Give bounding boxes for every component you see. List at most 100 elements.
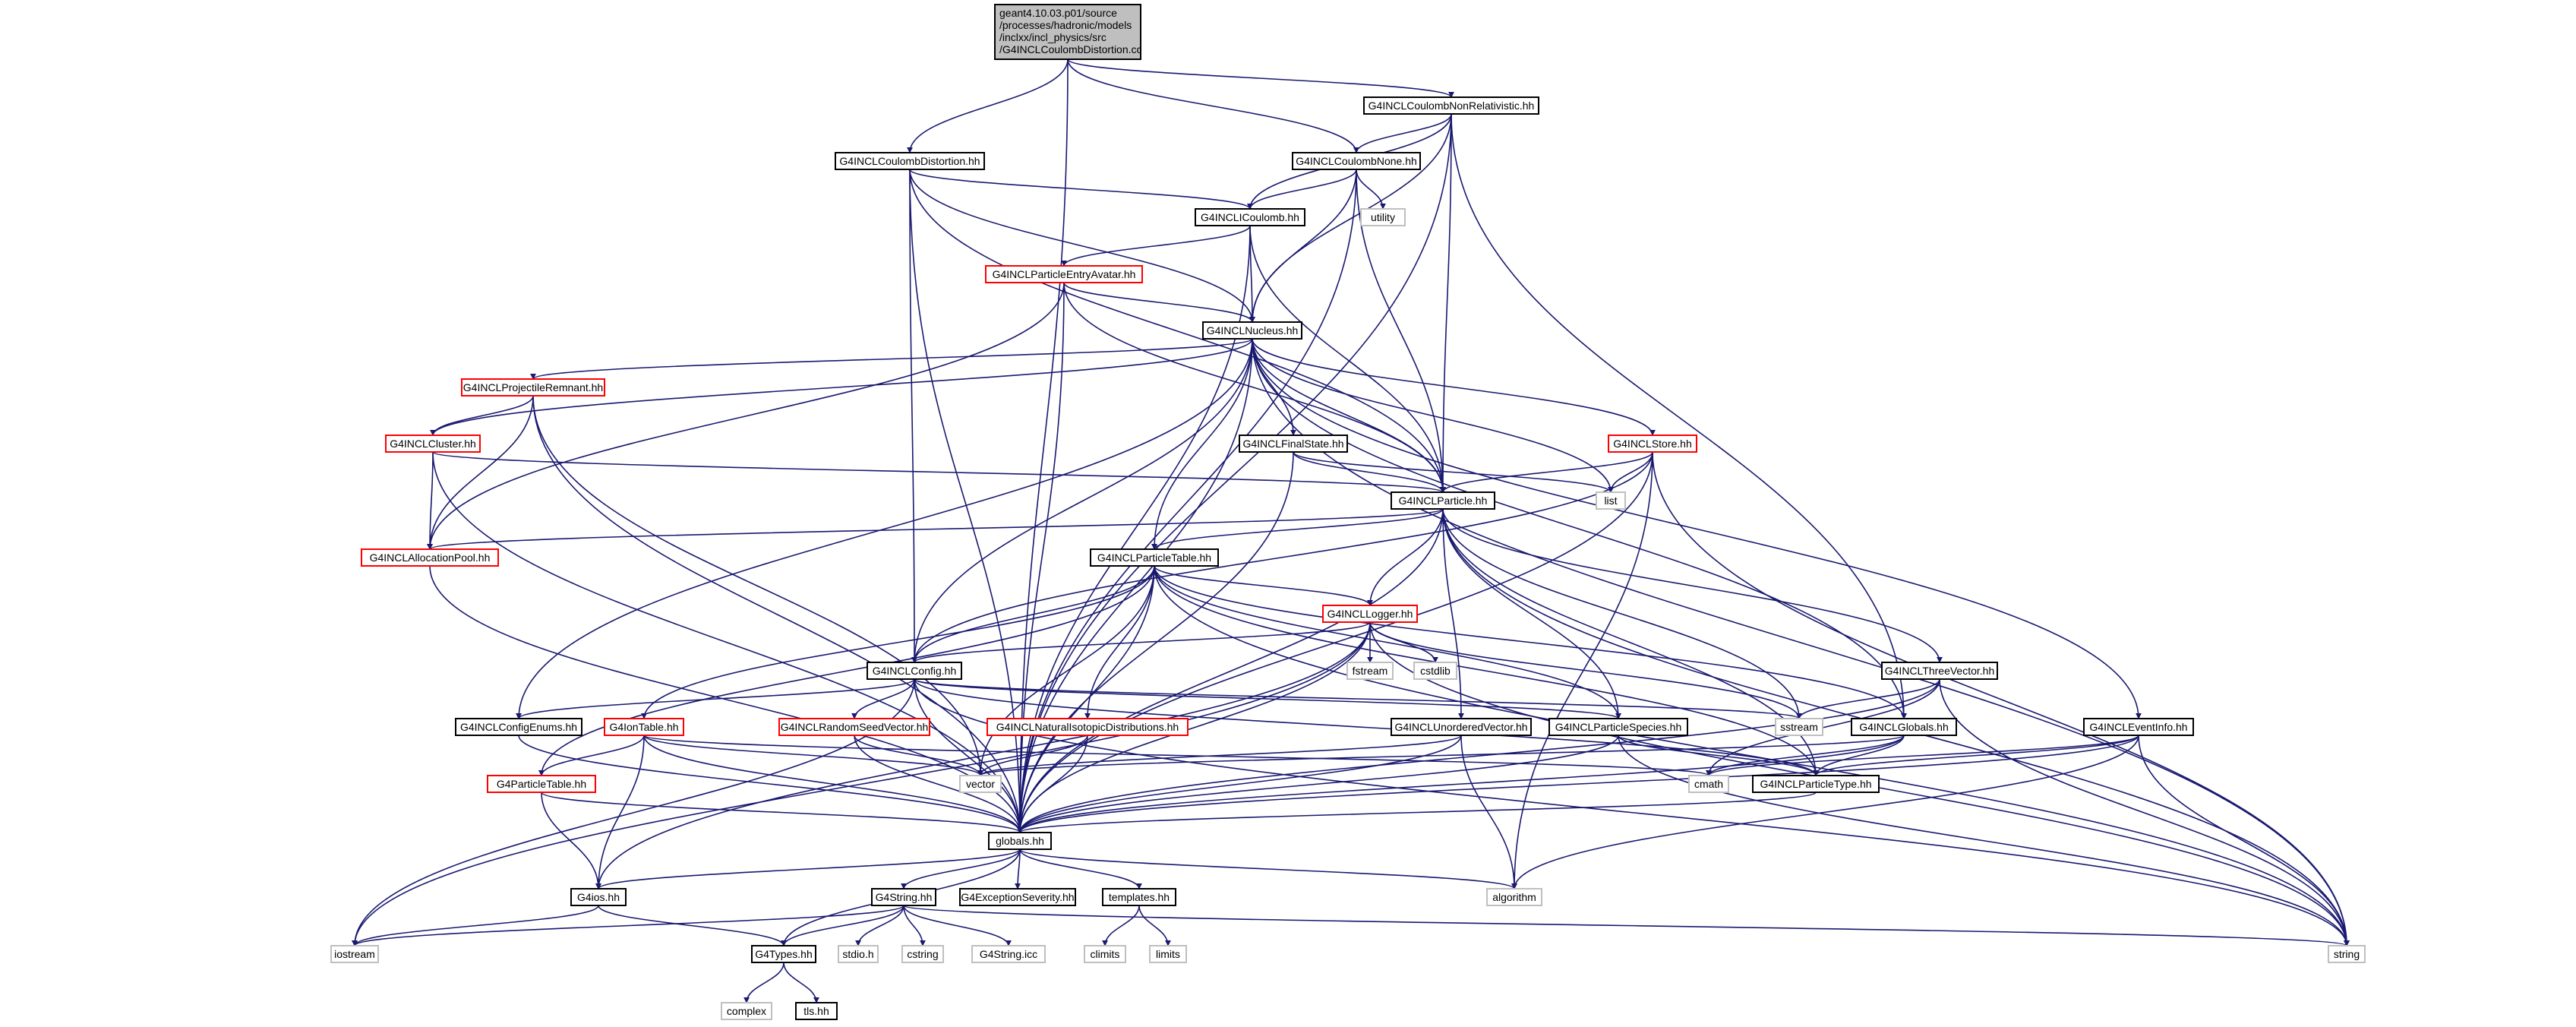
include-edge [352,905,599,946]
include-edge [516,678,915,719]
g4inclparticleentryavatar-hh-node[interactable]: G4INCLParticleEntryAvatar.hh [985,265,1143,283]
include-edge [909,169,1023,833]
include-edge [911,338,1253,663]
g4incllogger-hh-node[interactable]: G4INCLLogger.hh [1322,605,1418,623]
include-edge [1154,565,1373,606]
g4iontable-hh-node[interactable]: G4IonTable.hh [604,718,684,736]
cstdlib-label: cstdlib [1420,665,1451,677]
g4inclconfig-hh-node[interactable]: G4INCLConfig.hh [867,662,962,680]
g4inclparticlespecies-hh-label: G4INCLParticleSpecies.hh [1555,721,1682,733]
g4inclrandomseedvector-hh-box [778,718,930,736]
g4inclcluster-hh-label: G4INCLCluster.hh [390,438,476,450]
g4particletable-hh-node[interactable]: G4ParticleTable.hh [487,775,596,793]
include-edge [1102,905,1140,946]
climits-node: climits [1084,945,1126,963]
g4inclrandomseedvector-hh-node[interactable]: G4INCLRandomSeedVector.hh [778,718,930,736]
g4inclparticletype-hh-node[interactable]: G4INCLParticleType.hh [1752,775,1880,793]
g4inclcoulombdistortion-hh-node[interactable]: G4INCLCoulombDistortion.hh [835,152,985,170]
g4inclcoulombnonrelativistic-hh-node[interactable]: G4INCLCoulombNonRelativistic.hh [1363,96,1539,115]
include-edge [1017,508,1444,833]
g4inclparticle-hh-node[interactable]: G4INCLParticle.hh [1391,491,1495,510]
include-edge [538,735,645,776]
g4iontable-hh-box [604,718,684,736]
include-edge [1154,565,1621,719]
include-edge [783,962,819,1003]
include-edge [1369,621,1802,719]
g4inclparticleentryavatar-hh-box [985,265,1143,283]
g4incl-icoulomb-hh-box [1195,208,1305,226]
g4inclcoulombnonrelativistic-hh-label: G4INCLCoulombNonRelativistic.hh [1368,100,1535,112]
g4ios-hh-node[interactable]: G4ios.hh [570,888,627,906]
vector-box [959,775,1002,793]
include-edge [1019,848,1517,890]
root-file-box [994,4,1141,60]
include-edge [1249,225,1446,493]
include-edge [595,621,1371,890]
g4inclfinalstate-hh-node[interactable]: G4INCLFinalState.hh [1239,434,1348,453]
include-edge [909,169,1446,493]
include-edge [977,735,1905,776]
g4inclparticle-hh-box [1391,491,1495,510]
include-edge [518,735,1023,833]
g4string-hh-label: G4String.hh [876,891,933,903]
g4types-hh-label: G4Types.hh [755,948,813,960]
g4inclallocationpool-hh-node[interactable]: G4INCLAllocationPool.hh [361,548,499,567]
include-edge [1652,451,2350,946]
include-edge [1293,451,1446,493]
g4inclconfigenums-hh-node[interactable]: G4INCLConfigEnums.hh [455,718,582,736]
g4inclconfig-hh-label: G4INCLConfig.hh [873,665,957,677]
g4inclthreevector-hh-node[interactable]: G4INCLThreeVector.hh [1881,662,1998,680]
g4exceptionseverity-hh-node[interactable]: G4ExceptionSeverity.hh [959,888,1076,906]
g4inclcoulombnone-hh-node[interactable]: G4INCLCoulombNone.hh [1292,152,1421,170]
g4incl-icoulomb-hh-node[interactable]: G4INCLICoulomb.hh [1195,208,1305,226]
tls-hh-node[interactable]: tls.hh [795,1002,838,1020]
g4inclconfigenums-hh-box [455,718,582,736]
include-edge [1460,735,1517,890]
g4inclprojectileremnant-hh-label: G4INCLProjectileRemnant.hh [463,381,603,393]
g4inclnaturalisotopicdistributions-hh-box [987,718,1189,736]
include-edge [427,395,534,550]
g4inclnaturalisotopicdistributions-hh-node[interactable]: G4INCLNaturalIsotopicDistributions.hh [987,718,1189,736]
globals-hh-node[interactable]: globals.hh [988,832,1052,850]
include-edge [430,338,1253,436]
utility-node: utility [1360,208,1406,226]
g4inclunorderedvector-hh-node[interactable]: G4INCLUnorderedVector.hh [1391,718,1532,736]
templates-hh-node[interactable]: templates.hh [1102,888,1176,906]
include-edge [1067,58,1454,98]
root-file-node[interactable]: geant4.10.03.p01/source/processes/hadron… [994,4,1142,60]
include-edge [1061,225,1251,267]
g4incllogger-hh-label: G4INCLLogger.hh [1327,608,1413,620]
iostream-label: iostream [334,948,375,960]
g4inclfinalstate-hh-box [1239,434,1348,453]
limits-label: limits [1156,948,1180,960]
g4inclprojectileremnant-hh-node[interactable]: G4INCLProjectileRemnant.hh [461,378,605,397]
include-edge [914,678,1802,719]
g4inclparticlespecies-hh-node[interactable]: G4INCLParticleSpecies.hh [1548,718,1688,736]
g4inclparticletable-hh-label: G4INCLParticleTable.hh [1097,551,1211,564]
include-edge [1017,113,1452,833]
include-edge [595,848,1021,890]
include-edge [1249,169,1357,323]
root-file-label: geant4.10.03.p01/source/processes/hadron… [999,7,1142,55]
include-edge [432,451,1023,833]
algorithm-node: algorithm [1486,888,1542,906]
g4inclparticletable-hh-node[interactable]: G4INCLParticleTable.hh [1090,548,1219,567]
include-edge [595,735,645,890]
g4string-hh-node[interactable]: G4String.hh [871,888,936,906]
g4string-icc-label: G4String.icc [980,948,1037,960]
g4types-hh-node[interactable]: G4Types.hh [751,945,816,963]
include-edge [1356,169,1386,210]
globals-hh-box [988,832,1052,850]
g4inclstore-hh-node[interactable]: G4INCLStore.hh [1608,434,1697,453]
sstream-label: sstream [1780,721,1818,733]
include-edge [914,678,1023,833]
g4incleventinfo-hh-node[interactable]: G4INCLEventInfo.hh [2083,718,2194,736]
g4inclfinalstate-hh-label: G4INCLFinalState.hh [1242,438,1343,450]
include-edge [1367,508,1444,606]
g4inclglobals-hh-node[interactable]: G4INCLGlobals.hh [1851,718,1957,736]
g4inclcluster-hh-node[interactable]: G4INCLCluster.hh [385,434,481,453]
include-edge [2138,735,2350,946]
g4inclparticlespecies-hh-box [1548,718,1688,736]
g4inclnucleus-hh-node[interactable]: G4INCLNucleus.hh [1202,321,1302,340]
